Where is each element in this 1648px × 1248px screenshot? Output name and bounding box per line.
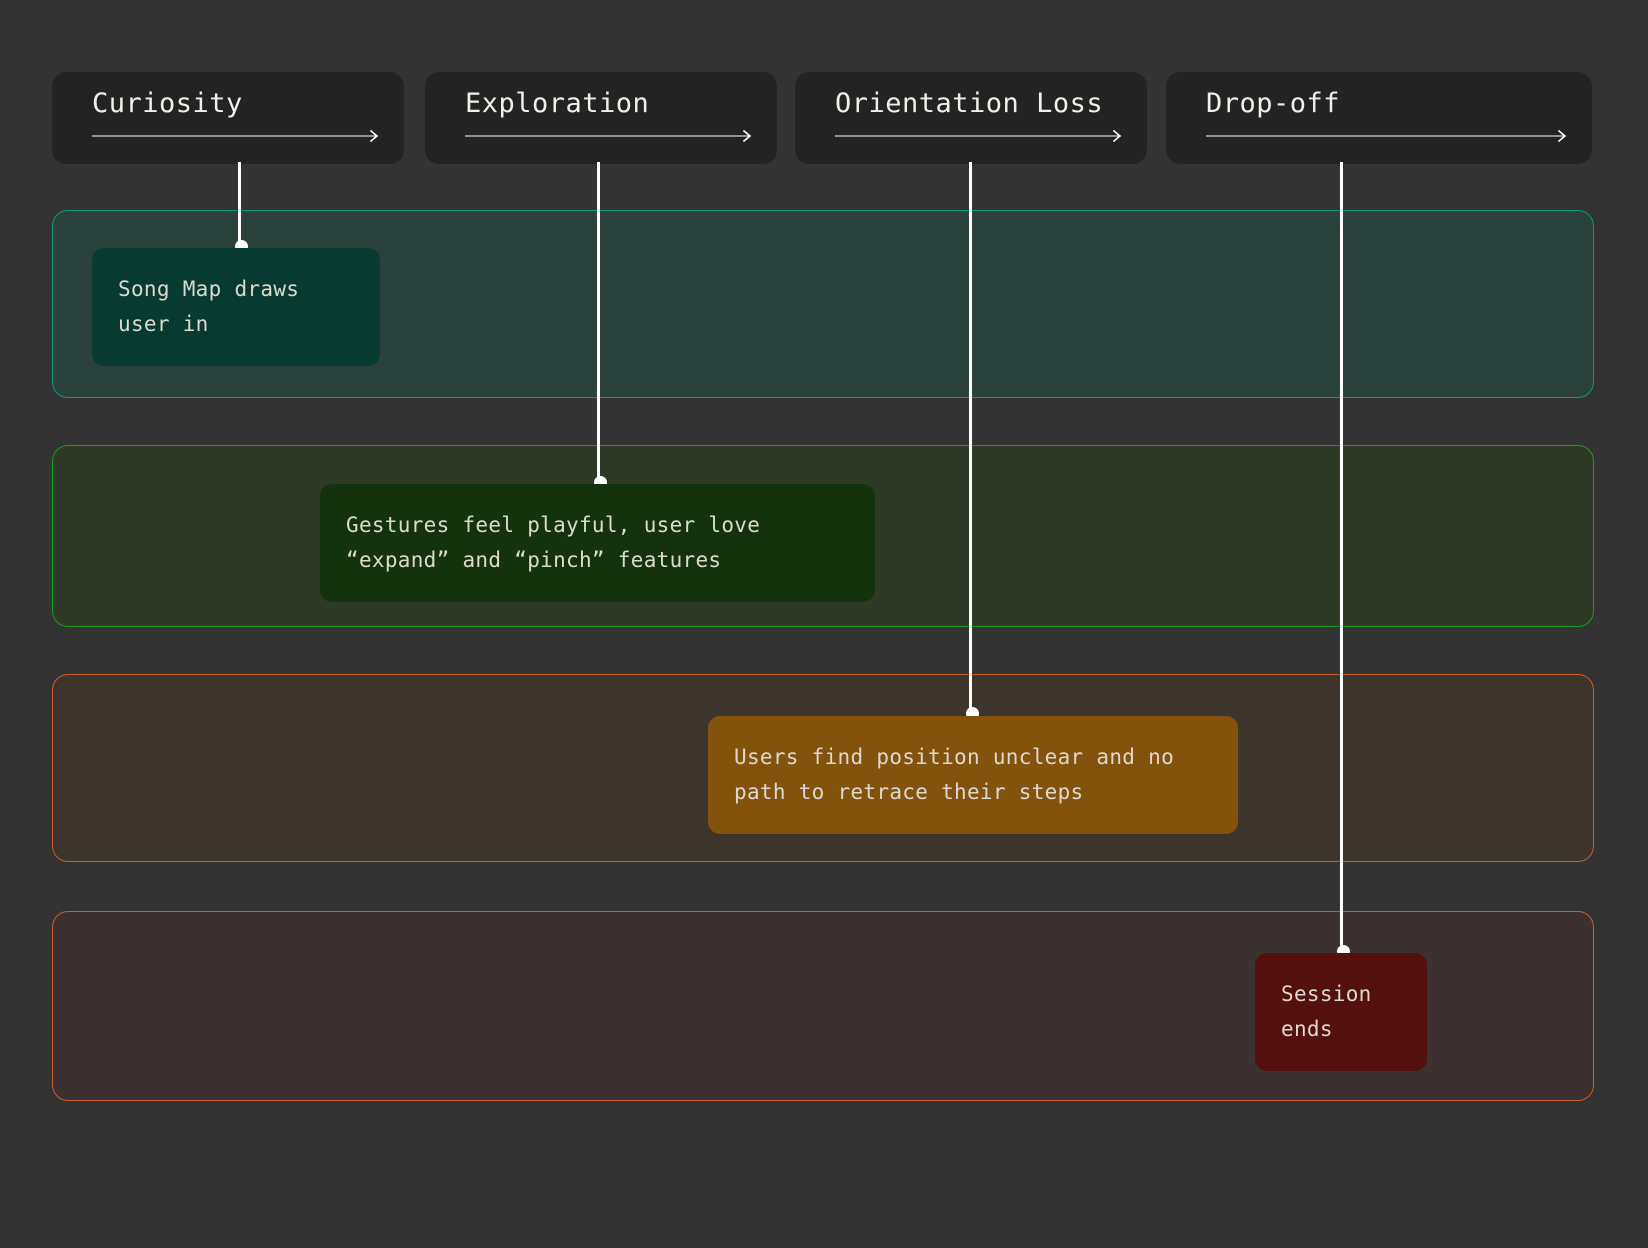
arrow-right-icon xyxy=(92,129,379,143)
connector-curiosity xyxy=(238,162,241,246)
phase-card-drop-off[interactable]: Drop-off xyxy=(1166,72,1592,164)
note-song-map[interactable]: Song Map draws user in xyxy=(92,248,380,366)
connector-exploration xyxy=(597,162,600,482)
phase-label: Exploration xyxy=(465,88,650,119)
phase-card-curiosity[interactable]: Curiosity xyxy=(52,72,404,164)
phase-label: Orientation Loss xyxy=(835,88,1104,119)
connector-orientation xyxy=(969,162,972,713)
phase-card-orientation-loss[interactable]: Orientation Loss xyxy=(795,72,1147,164)
note-position-unclear[interactable]: Users find position unclear and no path … xyxy=(708,716,1238,834)
phase-card-exploration[interactable]: Exploration xyxy=(425,72,777,164)
arrow-right-icon xyxy=(835,129,1122,143)
arrow-right-icon xyxy=(1206,129,1567,143)
note-session-ends[interactable]: Session ends xyxy=(1255,953,1427,1071)
phase-label: Curiosity xyxy=(92,88,243,119)
note-gestures[interactable]: Gestures feel playful, user love “expand… xyxy=(320,484,875,602)
phase-label: Drop-off xyxy=(1206,88,1341,119)
arrow-right-icon xyxy=(465,129,752,143)
connector-dropoff xyxy=(1340,162,1343,951)
